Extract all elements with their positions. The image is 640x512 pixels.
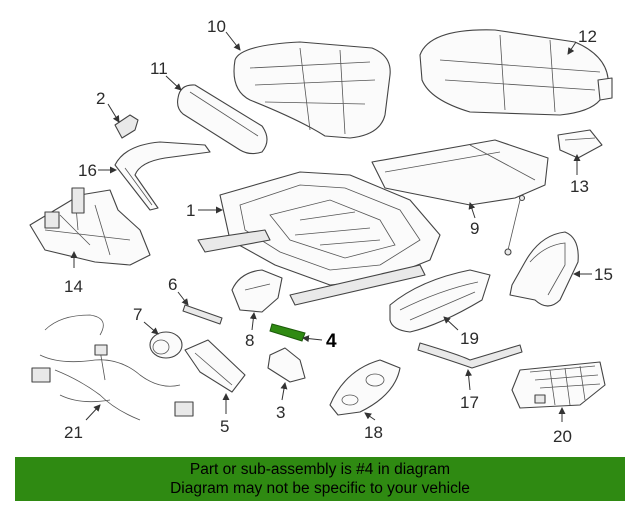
part-21-wiring-harness[interactable] — [31, 314, 194, 421]
label-2: 2 — [96, 89, 105, 108]
label-15: 15 — [594, 265, 613, 284]
label-1: 1 — [186, 201, 195, 220]
part-10-cushion-pad[interactable] — [233, 41, 391, 139]
part-13-bracket[interactable] — [557, 129, 603, 159]
leader-lines — [70, 31, 592, 422]
part-6-strip[interactable] — [182, 304, 223, 325]
label-8: 8 — [245, 331, 254, 350]
part-16-side-trim[interactable] — [114, 141, 211, 211]
label-20: 20 — [553, 427, 572, 446]
label-3: 3 — [276, 403, 285, 422]
parts-diagram: 10 11 12 2 16 1 9 13 14 15 6 8 4 7 19 5 … — [29, 17, 613, 446]
label-16: 16 — [78, 161, 97, 180]
label-10: 10 — [207, 17, 226, 36]
label-4-highlighted: 4 — [326, 331, 337, 352]
part-3-bracket[interactable] — [267, 347, 306, 383]
callout-labels: 10 11 12 2 16 1 9 13 14 15 6 8 4 7 19 5 … — [64, 17, 613, 446]
part-20-module[interactable] — [511, 361, 606, 409]
part-5-housing[interactable] — [184, 339, 246, 393]
part-11-bolster[interactable] — [177, 84, 268, 155]
part-14-seat-base[interactable] — [29, 187, 151, 266]
part-4-highlighted[interactable] — [269, 323, 306, 342]
part-19-side-shield[interactable] — [389, 269, 491, 333]
label-14: 14 — [64, 277, 83, 296]
label-21: 21 — [64, 423, 83, 442]
label-12: 12 — [578, 27, 597, 46]
caption-banner: Part or sub-assembly is #4 in diagram Di… — [15, 457, 625, 501]
label-9: 9 — [470, 219, 479, 238]
part-1-seat-frame[interactable] — [197, 171, 441, 306]
label-18: 18 — [364, 423, 383, 442]
label-17: 17 — [460, 393, 479, 412]
label-19: 19 — [460, 329, 479, 348]
part-9-seat-extension[interactable] — [371, 139, 549, 256]
part-7-knob[interactable] — [149, 331, 183, 359]
caption-line-1: Part or sub-assembly is #4 in diagram — [189, 461, 451, 478]
part-8-cover[interactable] — [231, 269, 283, 313]
caption-line-2: Diagram may not be specific to your vehi… — [170, 480, 470, 497]
label-13: 13 — [570, 177, 589, 196]
part-18-handle-cover[interactable] — [329, 359, 401, 416]
part-15-side-cover[interactable] — [509, 231, 579, 307]
label-11: 11 — [150, 59, 168, 78]
part-17-rail-strip[interactable] — [417, 342, 523, 369]
label-5: 5 — [220, 417, 229, 436]
label-6: 6 — [168, 275, 177, 294]
part-12-cushion-cover[interactable] — [419, 29, 613, 116]
label-7: 7 — [133, 305, 142, 324]
part-2-clip[interactable] — [114, 114, 139, 139]
